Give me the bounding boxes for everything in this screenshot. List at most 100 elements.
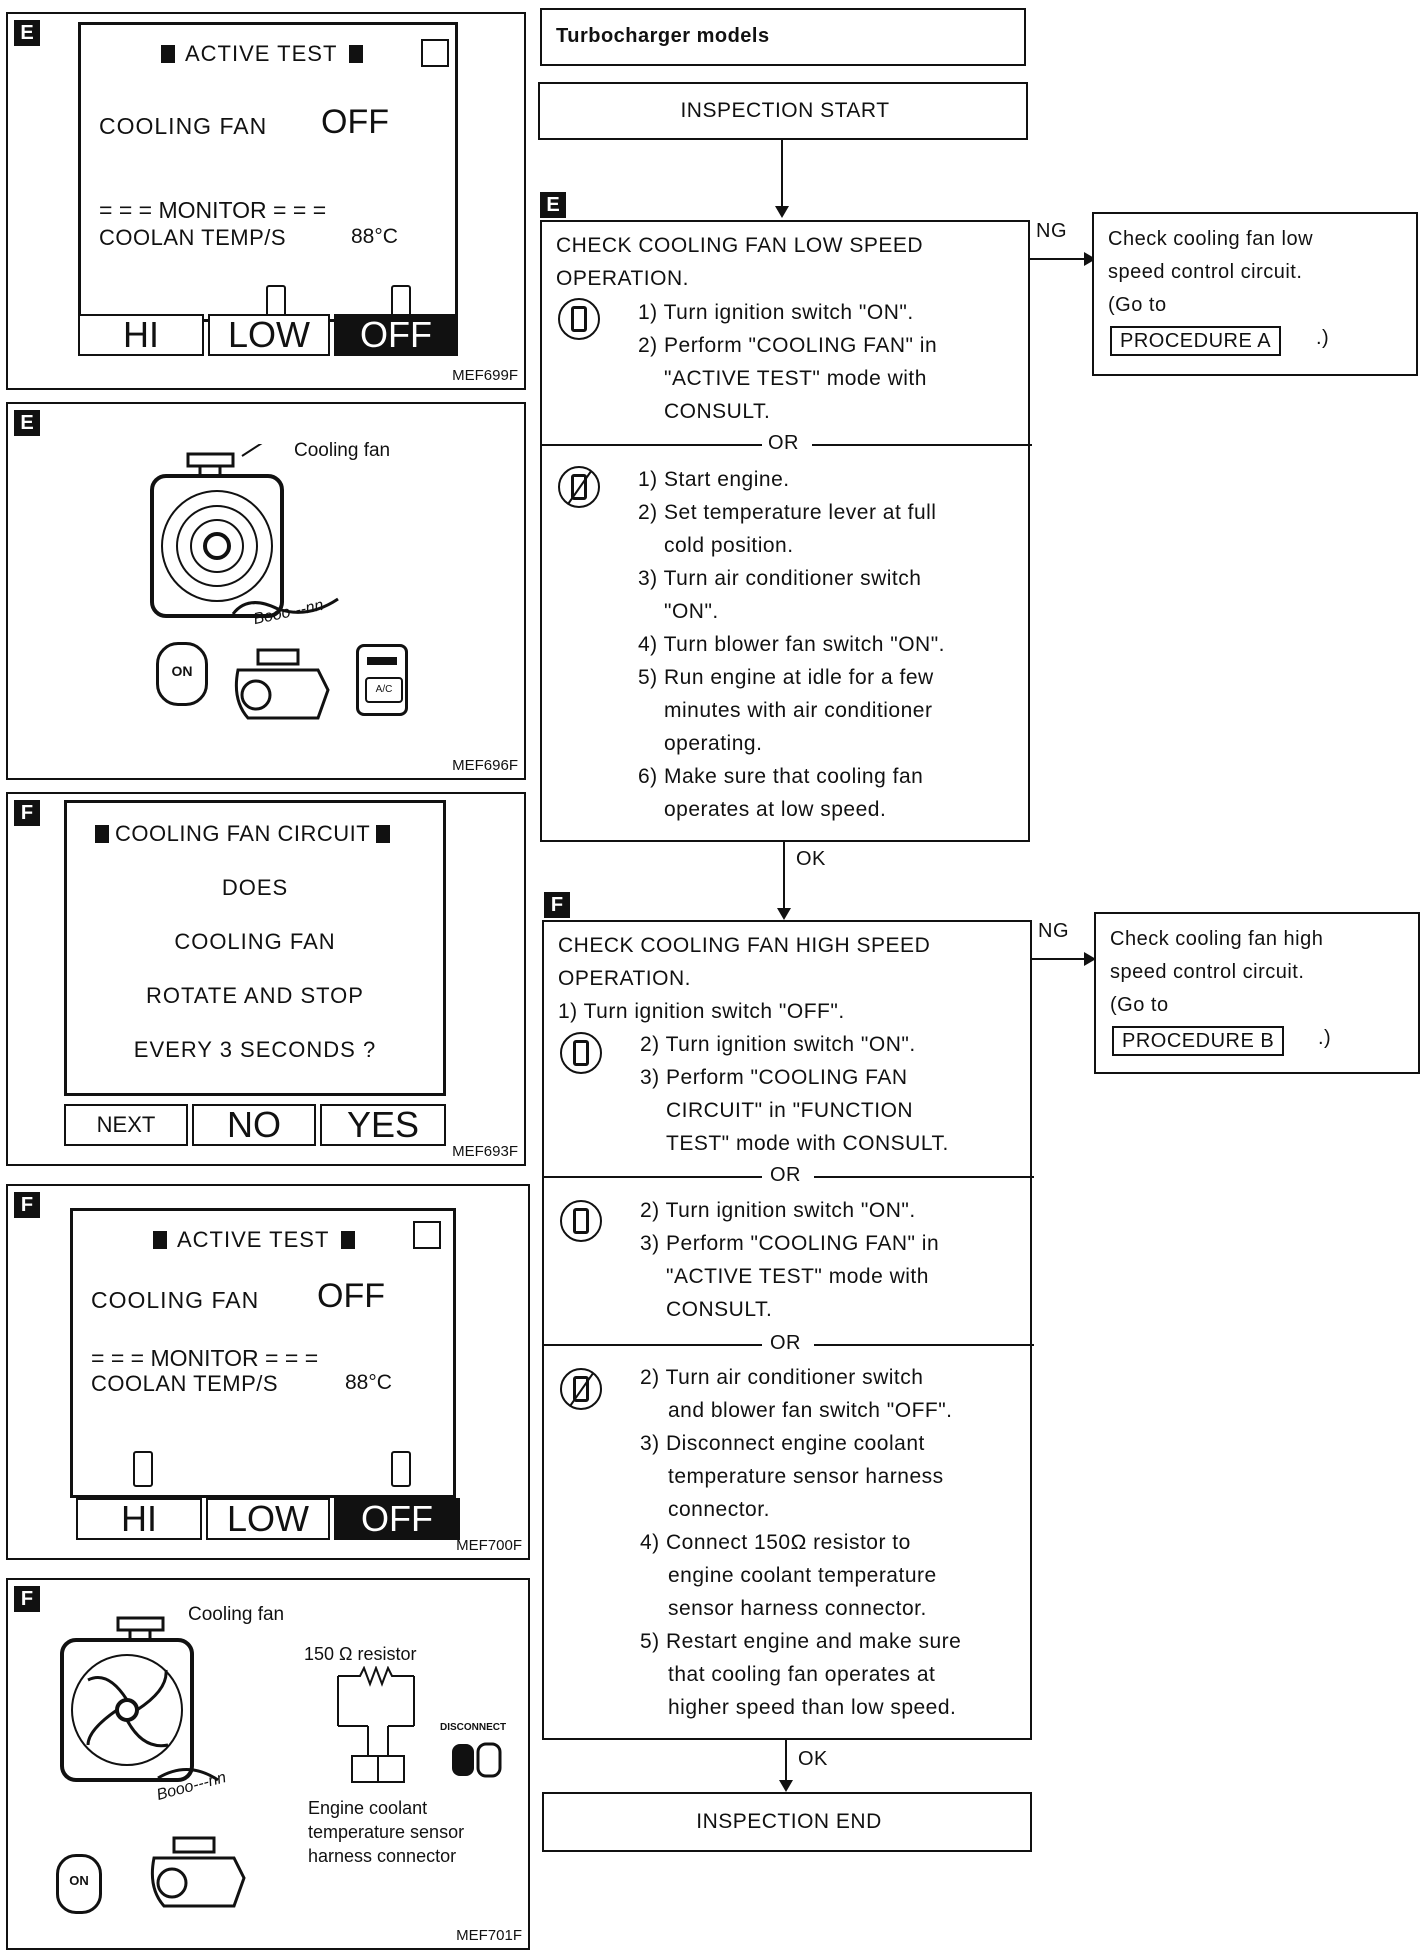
engine-icon (234, 648, 330, 720)
ok-label: OK (796, 848, 826, 870)
pointer-icon (133, 1451, 153, 1487)
panel-illustration-e: E Cooling fan Booo---nn ON A/C MEF696F (6, 402, 526, 780)
consult-screen: ACTIVE TEST COOLING FAN OFF = = = MONITO… (78, 22, 458, 322)
disconnect-label: DISCONNECT (440, 1722, 507, 1733)
no-consult-icon (560, 1368, 602, 1410)
radiator-fan-illustration (150, 444, 339, 618)
divider-line (814, 1344, 1034, 1346)
figure-code: MEF693F (452, 1143, 518, 1160)
section-tag-f: F (14, 1192, 40, 1218)
or-label: OR (770, 1164, 801, 1186)
ac-switch-icon: A/C (356, 644, 408, 716)
section-tag-f: F (14, 800, 40, 826)
ng-low-box: Check cooling fan low speed control circ… (1092, 212, 1418, 376)
connector-label-3: harness connector (308, 1846, 457, 1866)
checkbox-icon (413, 1221, 441, 1249)
monitor-row: = = = MONITOR = = = (99, 197, 327, 223)
arrow-down (779, 1780, 793, 1792)
divider-line (542, 444, 762, 446)
consult-icon (560, 1200, 602, 1242)
low-button[interactable]: LOW (206, 1498, 330, 1540)
ac-label: A/C (365, 677, 403, 703)
ng-connector (1030, 258, 1086, 260)
hi-button[interactable]: HI (78, 314, 204, 356)
procedure-a-link[interactable]: PROCEDURE A (1110, 326, 1282, 356)
divider-line (814, 1176, 1034, 1178)
flow-tag-e: E (540, 192, 566, 218)
radiator-fan-illustration (60, 1616, 219, 1782)
consult-icon (560, 1032, 602, 1074)
panel-active-test-f: F ACTIVE TEST COOLING FAN OFF = = = MONI… (6, 1184, 530, 1560)
fan-value: OFF (317, 1277, 385, 1315)
section-tag-f: F (14, 1586, 40, 1612)
panel-resistor-illustration-f: F Cooling fan Booo---nn 150 Ω resistor D… (6, 1578, 530, 1950)
temp-value: 88°C (351, 225, 398, 248)
fan-value: OFF (321, 103, 389, 141)
ignition-key-icon: ON (56, 1854, 102, 1914)
procedure-b-link[interactable]: PROCEDURE B (1112, 1026, 1285, 1056)
off-button[interactable]: OFF (334, 314, 458, 356)
yes-button[interactable]: YES (320, 1104, 446, 1146)
arrow-down (775, 206, 789, 218)
resistor-label: 150 Ω resistor (304, 1644, 417, 1664)
inspection-start-box: INSPECTION START (538, 82, 1028, 140)
temp-label: COOLAN TEMP/S (91, 1371, 279, 1396)
flow-tag-f: F (544, 892, 570, 918)
ng-label: NG (1038, 920, 1069, 942)
consult-screen: ACTIVE TEST COOLING FAN OFF = = = MONITO… (70, 1208, 456, 1498)
off-button[interactable]: OFF (334, 1498, 460, 1540)
temp-value: 88°C (345, 1371, 392, 1394)
figure-code: MEF701F (456, 1927, 522, 1944)
check-low-title: OPERATION. (556, 267, 689, 290)
next-button[interactable]: NEXT (64, 1104, 188, 1146)
resistor-connector-diagram (337, 1666, 415, 1783)
low-button[interactable]: LOW (208, 314, 330, 356)
pointer-icon (391, 1451, 411, 1487)
figure-code: MEF700F (456, 1537, 522, 1554)
fan-label: COOLING FAN (91, 1287, 260, 1313)
checkbox-icon (421, 39, 449, 67)
consult-screen: COOLING FAN CIRCUIT DOES COOLING FAN ROT… (64, 800, 446, 1096)
figure-code: MEF699F (452, 367, 518, 384)
arrow-right (1084, 952, 1096, 966)
connector-line (783, 842, 785, 912)
connector-line (781, 140, 783, 208)
divider-line (544, 1176, 762, 1178)
cooling-fan-label: Cooling fan (188, 1604, 285, 1625)
hi-button[interactable]: HI (76, 1498, 202, 1540)
inspection-end-box: INSPECTION END (542, 1792, 1032, 1852)
ng-connector (1032, 958, 1086, 960)
screen-title: COOLING FAN CIRCUIT (95, 821, 391, 847)
engine-icon (150, 1836, 246, 1908)
check-low-speed-box: CHECK COOLING FAN LOW SPEED OPERATION. 1… (540, 220, 1032, 842)
ignition-key-icon: ON (156, 642, 208, 706)
connector-label-2: temperature sensor (308, 1822, 465, 1842)
check-low-title: CHECK COOLING FAN LOW SPEED (556, 234, 924, 257)
no-button[interactable]: NO (192, 1104, 316, 1146)
cooling-fan-label: Cooling fan (294, 440, 391, 461)
figure-code: MEF696F (452, 757, 518, 774)
disconnect-icon (452, 1742, 502, 1778)
monitor-row: = = = MONITOR = = = (91, 1345, 319, 1371)
fan-label: COOLING FAN (99, 113, 268, 139)
connector-line (785, 1740, 787, 1784)
ng-label: NG (1036, 220, 1067, 242)
screen-line: DOES (221, 875, 289, 900)
screen-line: ROTATE AND STOP (146, 983, 364, 1008)
screen-title: ACTIVE TEST (153, 1227, 356, 1253)
or-label: OR (770, 1332, 801, 1354)
section-tag-e: E (14, 410, 40, 436)
screen-line: COOLING FAN (174, 929, 336, 954)
section-tag-e: E (14, 20, 40, 46)
no-consult-icon (558, 466, 600, 508)
consult-icon (558, 298, 600, 340)
panel-active-test-e: E ACTIVE TEST COOLING FAN OFF = = = MONI… (6, 12, 526, 390)
divider-line (544, 1344, 762, 1346)
or-label: OR (768, 432, 799, 454)
arrow-down (777, 908, 791, 920)
ng-high-box: Check cooling fan high speed control cir… (1094, 912, 1420, 1074)
screen-title: ACTIVE TEST (161, 41, 364, 67)
temp-label: COOLAN TEMP/S (99, 225, 287, 250)
ok-label: OK (798, 1748, 828, 1770)
divider-line (812, 444, 1032, 446)
